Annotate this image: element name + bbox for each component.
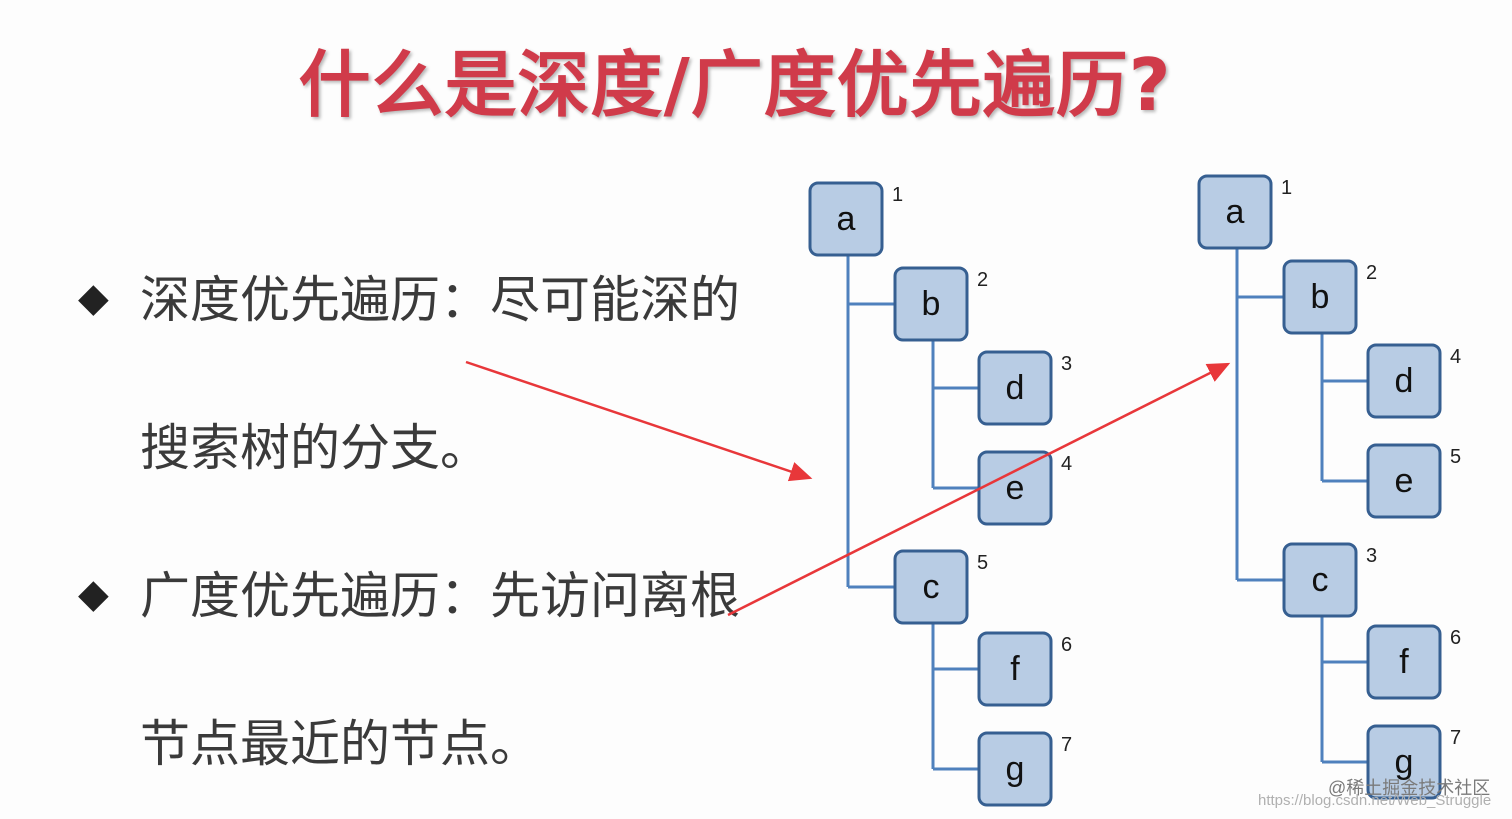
visit-order-label: 7	[1450, 727, 1461, 749]
visit-order-label: 3	[1366, 545, 1377, 567]
node-label: e	[1395, 462, 1414, 500]
node-label: d	[1395, 362, 1414, 400]
node-label: g	[1006, 750, 1025, 788]
visit-order-label: 6	[1061, 634, 1072, 656]
tree-node-b: b2	[893, 266, 988, 342]
arrows	[465, 360, 1231, 617]
visit-order-label: 7	[1061, 734, 1072, 756]
bullet-diamond-icon: ◆	[78, 571, 109, 617]
node-label: b	[922, 285, 941, 323]
tree-node-d: d3	[977, 350, 1072, 426]
visit-order-label: 5	[977, 552, 988, 574]
visit-order-label: 2	[1366, 262, 1377, 284]
tree-node-a: a1	[1197, 174, 1292, 250]
node-label: a	[1226, 193, 1245, 231]
watermark-brand: @稀土掘金技术社区	[1328, 778, 1491, 798]
node-label: g	[1395, 743, 1414, 781]
visit-order-label: 1	[892, 184, 903, 206]
tree-node-g: g7	[1366, 724, 1461, 800]
tree-node-f: f6	[977, 631, 1072, 707]
node-label: d	[1006, 369, 1025, 407]
tree-node-c: c5	[893, 549, 988, 625]
tree-node-d: d4	[1366, 343, 1461, 419]
tree-node-e: e4	[977, 450, 1072, 526]
visit-order-label: 5	[1450, 446, 1461, 468]
visit-order-label: 4	[1450, 346, 1461, 368]
tree-node-f: f6	[1366, 624, 1461, 700]
tree-node-c: c3	[1282, 542, 1377, 618]
tree-node-e: e5	[1366, 443, 1461, 519]
bullet-dfs-text: 尽可能深的	[490, 271, 740, 329]
node-label: c	[923, 568, 940, 606]
visit-order-label: 2	[977, 269, 988, 291]
node-label: c	[1312, 561, 1329, 599]
tree-node-b: b2	[1282, 259, 1377, 335]
watermark-url: https://blog.csdn.net/Web_Struggle	[1258, 792, 1492, 809]
node-label: b	[1311, 278, 1330, 316]
visit-order-label: 6	[1450, 627, 1461, 649]
node-label: e	[1006, 469, 1025, 507]
bullet-dfs-label: 深度优先遍历：	[140, 271, 490, 329]
bullet-bfs-line2: 节点最近的节点。	[140, 715, 540, 773]
slide-title: 什么是深度/广度优先遍历?	[298, 43, 1172, 127]
bullet-bfs-text: 先访问离根	[490, 567, 740, 625]
bullet-diamond-icon: ◆	[78, 275, 109, 321]
visit-order-label: 1	[1281, 177, 1292, 199]
bullet-bfs-line1: 广度优先遍历：先访问离根	[140, 566, 740, 626]
arrow-to-bfs-tree	[727, 362, 1231, 617]
visit-order-label: 4	[1061, 453, 1072, 475]
tree-node-g: g7	[977, 731, 1072, 807]
visit-order-label: 3	[1061, 353, 1072, 375]
node-label: a	[837, 200, 856, 238]
bullet-dfs-line1: 深度优先遍历：尽可能深的	[140, 270, 740, 330]
arrow-to-dfs-tree	[465, 360, 813, 482]
tree-edges	[1235, 248, 1368, 764]
tree-node-a: a1	[808, 181, 903, 257]
bullet-bfs-label: 广度优先遍历：	[140, 567, 490, 625]
bullet-dfs-line2: 搜索树的分支。	[140, 419, 490, 477]
node-label: f	[1399, 643, 1409, 681]
node-label: f	[1010, 650, 1020, 688]
tree-edges	[846, 255, 979, 771]
